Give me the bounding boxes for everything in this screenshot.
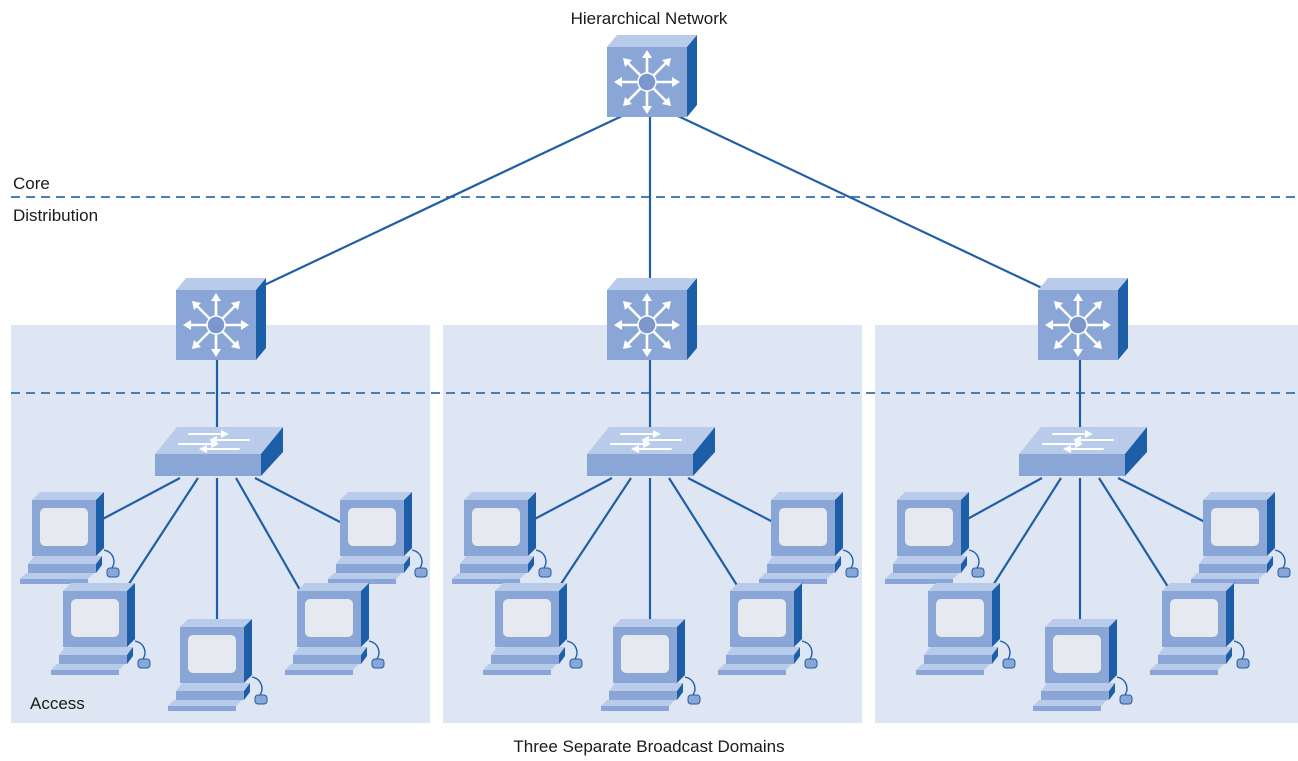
distribution-switch-3-icon: [1036, 276, 1130, 362]
pc-link: [96, 477, 181, 523]
core-to-distribution-1-link: [257, 115, 623, 289]
access-switch-1-icon: [154, 426, 284, 477]
pc-link: [668, 477, 741, 591]
access-layer-label: Access: [30, 694, 85, 713]
diagram-caption: Three Separate Broadcast Domains: [513, 737, 784, 756]
pc-link: [989, 477, 1062, 591]
core-to-distribution-3-link: [677, 115, 1043, 289]
pc-link: [528, 477, 613, 523]
core-multilayer-switch-icon: [605, 33, 699, 119]
core-layer-label: Core: [13, 174, 50, 193]
pc-link: [687, 477, 774, 523]
network-links: [96, 115, 1206, 628]
pc-link: [1098, 477, 1171, 591]
pc-link: [556, 477, 632, 591]
diagram-title: Hierarchical Network: [571, 9, 728, 28]
pc-link: [254, 477, 341, 523]
access-switch-3-icon: [1018, 426, 1148, 477]
access-switch-2-icon: [586, 426, 716, 477]
distribution-switch-1-icon: [174, 276, 268, 362]
pc-link: [124, 477, 199, 591]
distribution-layer-label: Distribution: [13, 206, 98, 225]
pc-link: [235, 477, 301, 591]
pc-link: [961, 477, 1043, 523]
distribution-switch-2-icon: [605, 276, 699, 362]
pc-link: [1117, 477, 1206, 523]
